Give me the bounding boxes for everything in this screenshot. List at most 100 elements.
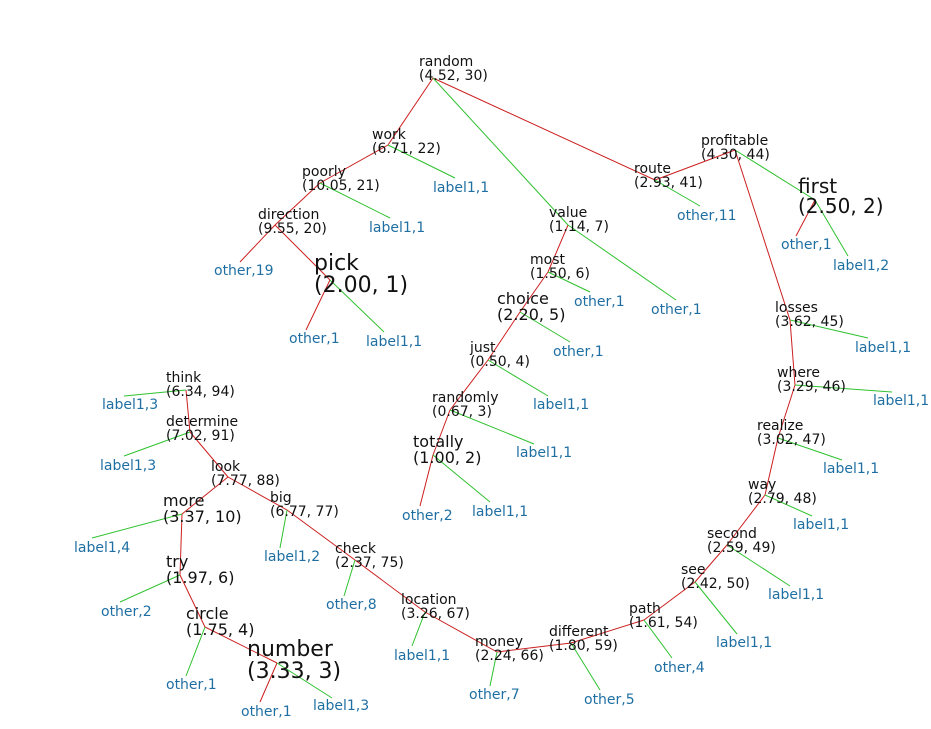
node-word: most xyxy=(530,252,565,268)
tree-edge-path-different xyxy=(570,619,645,644)
tree-node-first: first(2.50, 2) xyxy=(798,174,884,218)
leaf-label-number: label1,3 xyxy=(313,698,369,714)
leaf-label-try: other,2 xyxy=(101,604,152,620)
node-stats: (2.24, 66) xyxy=(475,648,544,664)
node-stats: (2.42, 50) xyxy=(681,576,750,592)
tree-node-losses: losses(3.62, 45) xyxy=(775,300,844,330)
leaf-edge-22 xyxy=(570,642,601,691)
leaf-edge-15 xyxy=(789,319,869,339)
branch-edge-random-value xyxy=(432,77,569,226)
tree-edge-work-poorly xyxy=(319,144,389,184)
node-word: random xyxy=(419,54,473,70)
node-stats: (0.67, 3) xyxy=(432,404,492,420)
node-stats: (2.20, 5) xyxy=(497,305,565,324)
tree-node-different: different(1.80, 59) xyxy=(549,624,618,654)
node-word: totally xyxy=(413,432,464,451)
tree-node-think: think(6.34, 94) xyxy=(166,370,235,400)
node-stats: (3.29, 46) xyxy=(777,379,846,395)
tree-edge-randomly-totally xyxy=(432,409,451,456)
tree-edge-location-check xyxy=(354,559,426,613)
leaf-label-see: label1,1 xyxy=(716,635,772,651)
tree-edge-losses-where xyxy=(789,319,796,386)
tree-edge-way-second xyxy=(726,494,766,546)
leaf-label-location: label1,1 xyxy=(394,648,450,664)
leaf-label-way: label1,1 xyxy=(793,517,849,533)
leaf-label-poorly: label1,1 xyxy=(369,220,425,236)
tree-edges xyxy=(179,77,816,664)
leaf-label-just: label1,1 xyxy=(533,397,589,413)
node-stats: (7.77, 88) xyxy=(211,473,280,489)
tree-edge-where-realize xyxy=(777,384,796,439)
tree-node-second: second(2.59, 49) xyxy=(707,526,776,556)
leaf-edge-23 xyxy=(489,651,498,687)
tree-edge-money-location xyxy=(424,611,498,653)
leaf-edge-8 xyxy=(487,359,549,397)
leaf-edge-13 xyxy=(795,199,816,237)
node-word: circle xyxy=(186,604,229,623)
leaf-edge-6 xyxy=(547,271,591,293)
tree-node-money: money(2.24, 66) xyxy=(475,634,544,664)
tree-node-where: where(3.29, 46) xyxy=(777,365,846,395)
tree-edge-poorly-direction xyxy=(274,182,321,226)
node-stats: (7.02, 91) xyxy=(166,428,235,444)
leaf-label-direction: other,19 xyxy=(214,263,274,279)
node-word: number xyxy=(247,637,334,662)
node-stats: (4.30, 44) xyxy=(701,147,770,163)
node-stats: (1.80, 59) xyxy=(549,638,618,654)
node-stats: (2.37, 75) xyxy=(335,555,404,571)
node-word: first xyxy=(798,174,837,198)
node-stats: (1.61, 54) xyxy=(629,615,698,631)
node-word: where xyxy=(777,365,820,381)
node-word: different xyxy=(549,624,609,640)
tree-edge-different-money xyxy=(496,642,572,653)
leaf-edge-25 xyxy=(343,559,356,597)
tree-edge-more-try xyxy=(179,513,183,576)
tree-node-look: look(7.77, 88) xyxy=(211,459,280,489)
leaf-edge-29 xyxy=(91,513,183,539)
node-word: randomly xyxy=(432,390,498,406)
tree-node-value: value(1.14, 7) xyxy=(549,205,609,235)
tree-node-route: route(2.93, 41) xyxy=(634,161,703,191)
leaf-label-pick: label1,1 xyxy=(366,334,422,350)
node-word: choice xyxy=(497,289,549,308)
leaf-label-first: label1,2 xyxy=(833,258,889,274)
leaf-label-circle: other,1 xyxy=(166,677,217,693)
leaf-edge-12 xyxy=(654,179,701,207)
leaf-edge-7 xyxy=(519,311,571,343)
tree-edge-look-determine xyxy=(189,431,229,478)
tree-edge-determine-think xyxy=(185,389,191,433)
leaf-edge-3 xyxy=(305,279,331,331)
tree-nodes: random(4.52, 30)work(6.71, 22)poorly(10.… xyxy=(163,54,884,684)
node-stats: (3.37, 10) xyxy=(163,507,242,526)
node-word: way xyxy=(748,477,776,493)
tree-node-realize: realize(3.02, 47) xyxy=(757,418,826,448)
node-word: try xyxy=(166,552,188,571)
node-stats: (3.02, 47) xyxy=(757,432,826,448)
leaf-label-route: other,11 xyxy=(677,208,737,224)
leaf-edge-14 xyxy=(814,199,849,257)
leaf-edge-0 xyxy=(387,144,456,179)
tree-node-poorly: poorly(10.05, 21) xyxy=(302,164,380,194)
leaf-edge-4 xyxy=(329,279,385,333)
leaf-edge-28 xyxy=(123,431,191,457)
leaf-label-work: label1,1 xyxy=(433,180,489,196)
node-word: just xyxy=(469,340,496,356)
tree-node-way: way(2.79, 48) xyxy=(748,477,817,507)
leaf-label-number: other,1 xyxy=(241,704,292,720)
leaf-edge-24 xyxy=(411,611,426,647)
leaf-label-different: other,5 xyxy=(584,692,635,708)
leaf-edge-26 xyxy=(279,509,288,549)
leaf-label-realize: label1,1 xyxy=(823,461,879,477)
tree-node-direction: direction(9.55, 20) xyxy=(258,207,327,237)
tree-node-most: most(1.50, 6) xyxy=(530,252,590,282)
leaf-label-more: label1,4 xyxy=(74,540,130,556)
leaf-labels: label1,1 label1,1 other,19 other,1 label1,1 o… xyxy=(74,180,929,720)
node-stats: (1.00, 2) xyxy=(413,448,481,467)
node-stats: (10.05, 21) xyxy=(302,178,380,194)
leaf-edge-32 xyxy=(259,662,278,703)
node-stats: (6.77, 77) xyxy=(270,504,339,520)
node-word: think xyxy=(166,370,202,386)
node-stats: (1.50, 6) xyxy=(530,266,590,282)
node-stats: (2.50, 2) xyxy=(798,194,884,218)
tree-edge-big-look xyxy=(227,476,288,511)
